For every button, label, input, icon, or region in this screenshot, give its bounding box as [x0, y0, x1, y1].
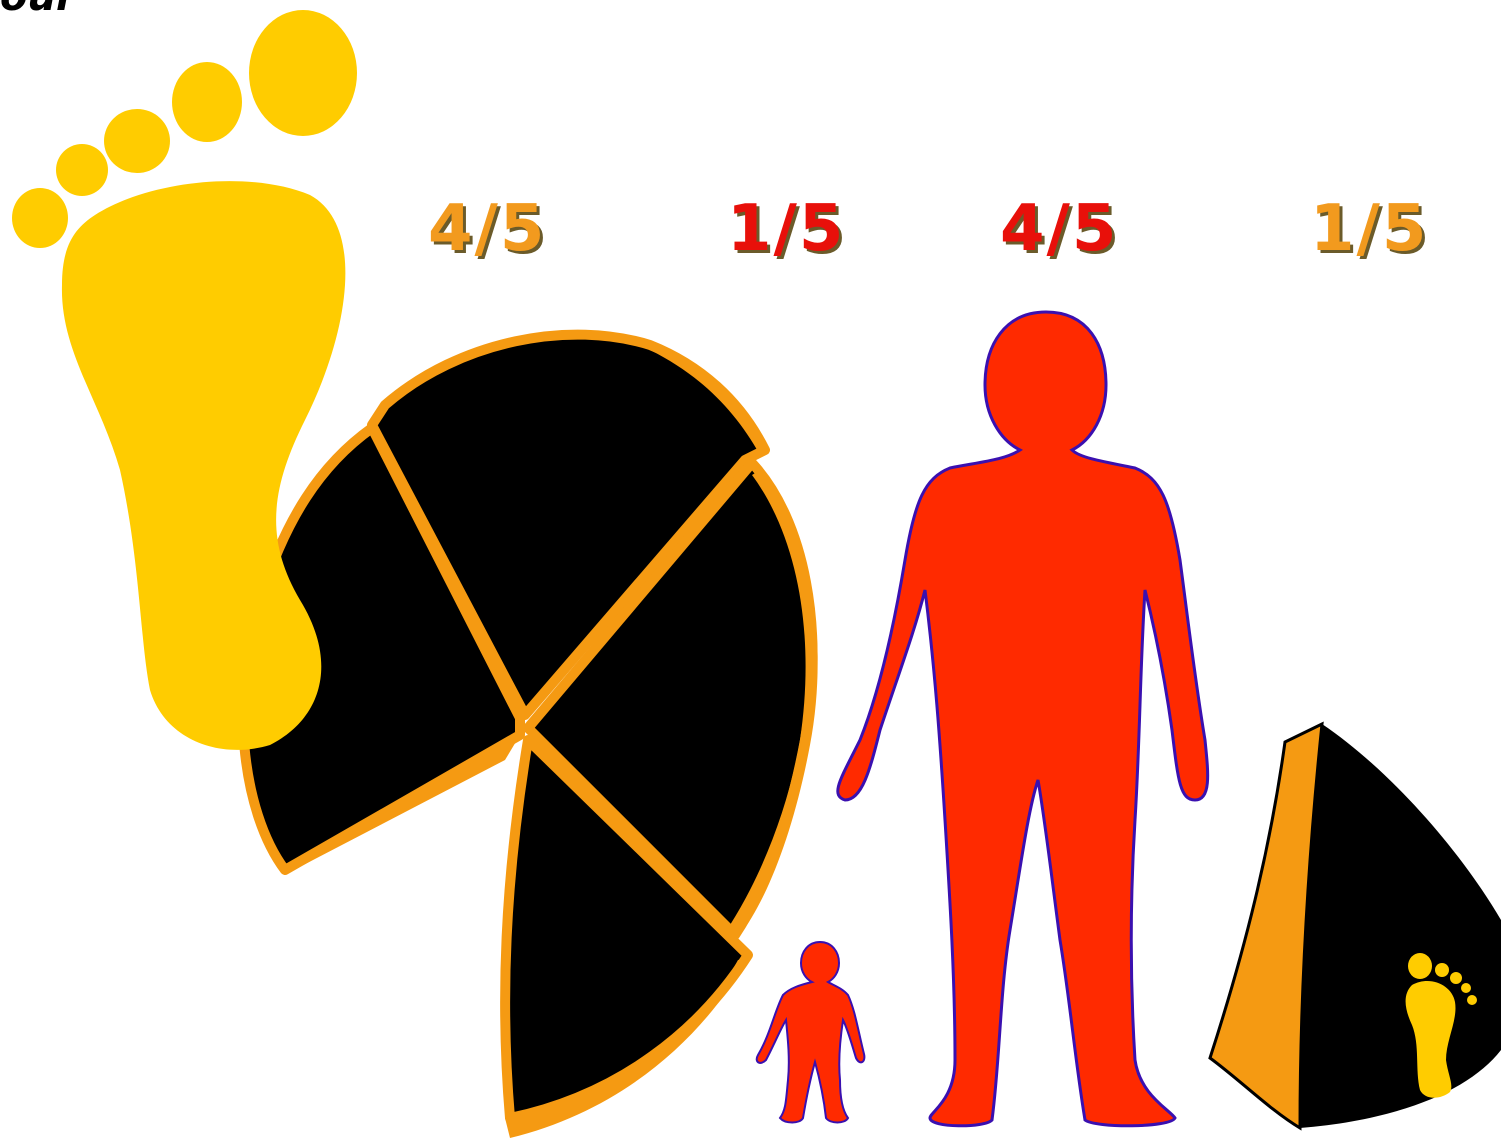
person-icon — [838, 312, 1208, 1126]
pie-slice-single — [1300, 724, 1501, 1128]
large-footprint — [12, 10, 357, 750]
pie-four-fifths — [243, 335, 818, 1138]
footprint-icon — [62, 181, 345, 750]
pie-one-fifth — [1210, 724, 1501, 1128]
large-person — [838, 312, 1208, 1126]
small-person — [757, 942, 865, 1123]
person-icon — [757, 942, 865, 1123]
